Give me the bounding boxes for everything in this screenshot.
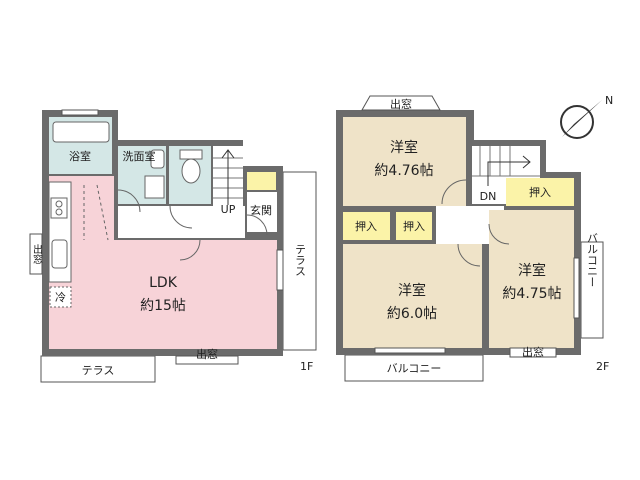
- stove-icon: [50, 197, 68, 219]
- western-a-label: 洋室: [390, 139, 418, 156]
- hall-corridor: [118, 206, 245, 238]
- terrace-right-label: テラス: [294, 244, 307, 277]
- terrace-bottom: [40, 355, 156, 383]
- ldk-size-label: 約15帖: [140, 298, 186, 314]
- top-bay-window: [361, 95, 441, 111]
- stairs-down-label: DN: [480, 190, 497, 203]
- fridge-box: [49, 286, 72, 308]
- bathtub-icon: [52, 121, 110, 143]
- stair-down-arrow-icon: [487, 155, 531, 186]
- balcony-bottom-label: バルコニー: [387, 362, 442, 375]
- floor-1-level-label: 1F: [300, 360, 313, 373]
- closet-1-label: 押入: [355, 219, 377, 233]
- floor-2-level-label: 2F: [596, 360, 609, 373]
- floor-2: 洋室 約4.76帖 洋室 約6.0帖 洋室 約4.75帖 押入 押入 押入 DN…: [336, 95, 609, 382]
- door-swing: [441, 179, 467, 205]
- western-room-c: [489, 210, 574, 348]
- stove-burner-icon: [55, 208, 63, 216]
- door-swing: [169, 205, 193, 229]
- ldk-room: [49, 176, 277, 349]
- western-room-a: [343, 117, 466, 206]
- balcony-right-label: バルコニー: [586, 233, 599, 288]
- toilet-tank-icon: [179, 149, 203, 160]
- compass-north-icon: [562, 100, 602, 137]
- side-bay-window: [29, 233, 43, 275]
- ldk-label: LDK: [149, 275, 178, 291]
- bottom-window-2f-label: 出窓: [522, 345, 544, 359]
- closet-2: [396, 212, 432, 240]
- bottom-bay-window-2f: [509, 347, 557, 358]
- entrance-label: 玄関: [250, 203, 272, 217]
- western-b-label: 洋室: [398, 282, 426, 299]
- entrance-hall: [247, 192, 277, 232]
- closet-3: [506, 178, 574, 206]
- stove-burner-icon: [55, 200, 63, 208]
- side-window-label: 出窓: [31, 243, 43, 264]
- sink-icon: [51, 239, 68, 269]
- stair-up-arrow-icon: [221, 149, 235, 205]
- terrace-right: [282, 171, 317, 351]
- fridge-label: 冷: [55, 291, 66, 304]
- compass: N: [560, 94, 613, 139]
- western-c-size-label: 約4.75帖: [502, 286, 561, 302]
- entrance-closet: [247, 172, 276, 190]
- bottom-window-label: 出窓: [196, 347, 218, 361]
- ldk-window-right: [276, 249, 284, 291]
- toilet-bowl-icon: [181, 158, 201, 184]
- bath-window: [61, 109, 99, 116]
- closet-2-label: 押入: [403, 219, 425, 233]
- door-swing: [457, 243, 481, 267]
- western-a-size-label: 約4.76帖: [374, 163, 433, 179]
- floor-1: 冷 浴室 洗面室 UP 玄関 LDK 約15帖 出窓: [29, 109, 317, 383]
- door-swing: [488, 223, 510, 245]
- door-swing: [246, 214, 268, 236]
- closet-3-label: 押入: [529, 185, 551, 199]
- door-swing: [179, 239, 201, 261]
- washbasin-icon: [150, 149, 165, 169]
- western-b-size-label: 約6.0帖: [387, 306, 437, 322]
- top-window-label: 出窓: [390, 97, 412, 111]
- compass-label: N: [605, 94, 613, 107]
- bottom-bay-window: [175, 355, 239, 365]
- closet-1: [343, 212, 390, 240]
- balcony-bottom: [344, 354, 484, 382]
- washroom-label: 洗面室: [123, 149, 156, 163]
- western-c-label: 洋室: [518, 262, 546, 279]
- room-c-window: [573, 257, 580, 319]
- bath-label: 浴室: [69, 149, 91, 163]
- room-b-window: [374, 347, 446, 354]
- washer-space-icon: [144, 175, 165, 199]
- terrace-bottom-label: テラス: [82, 364, 115, 377]
- western-room-b: [343, 244, 482, 348]
- stairs-up-label: UP: [221, 203, 236, 216]
- door-swing: [117, 189, 141, 213]
